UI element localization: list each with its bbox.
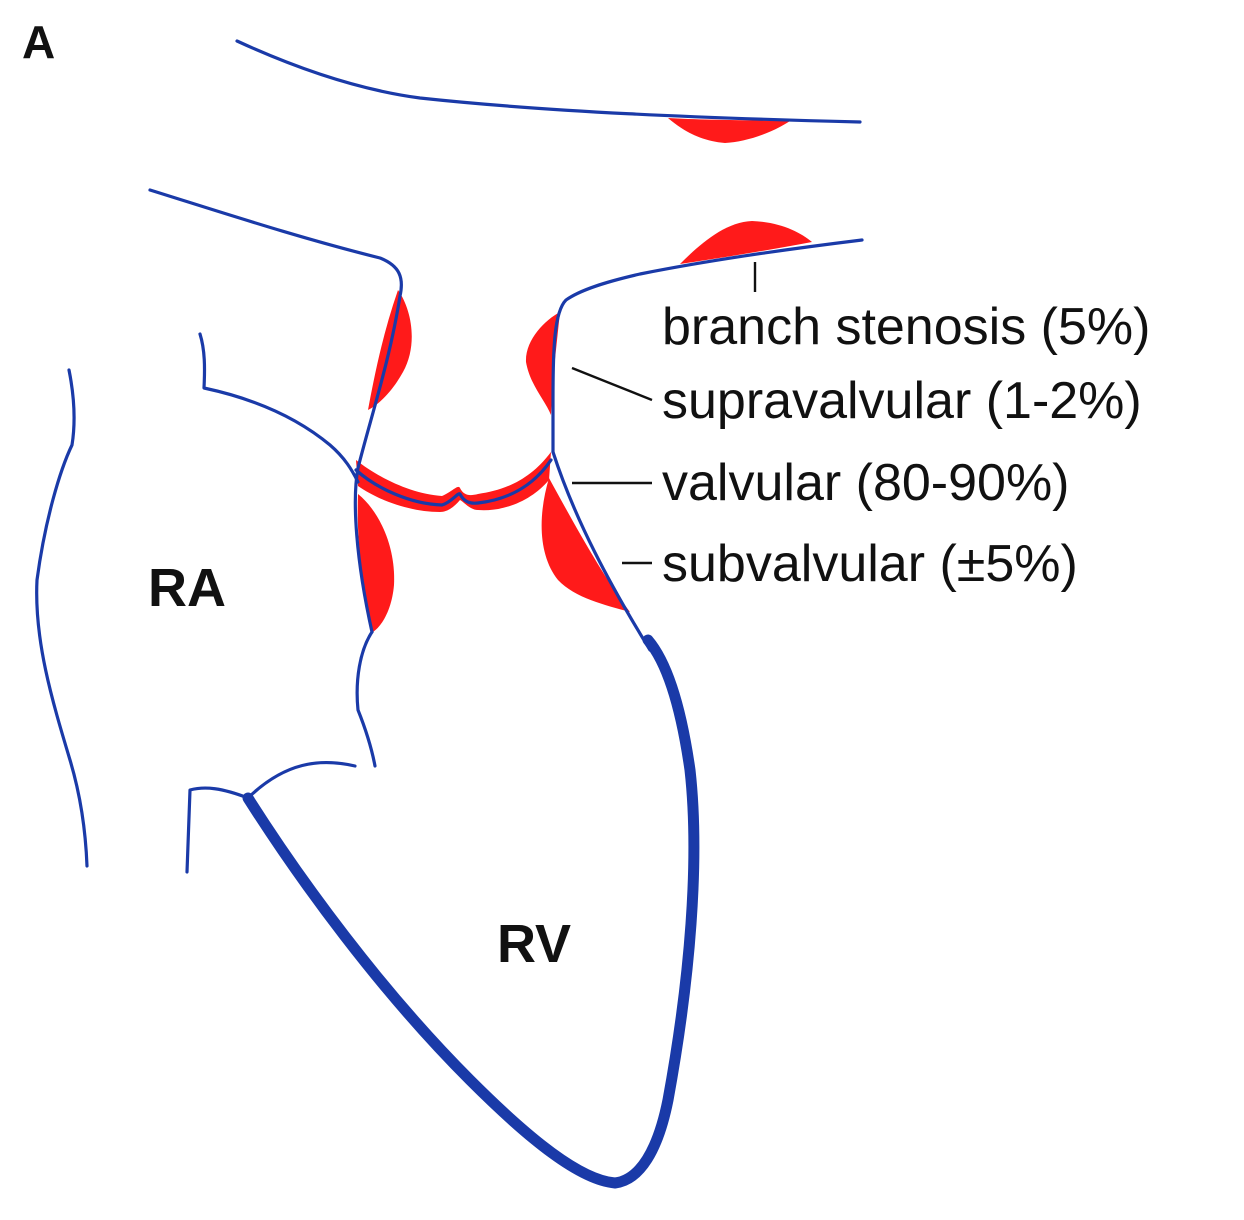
subvalvular-lesion-left: [357, 494, 395, 632]
annotation-branch: branch stenosis (5%): [662, 298, 1150, 356]
valve-leaflet-line: [354, 458, 553, 507]
lower-branch-wall: [551, 238, 864, 454]
pa-left-wall: [148, 188, 403, 634]
subvalvular-lesion-right: [541, 478, 630, 612]
rv-right-wall-upper: [551, 450, 652, 652]
ra-outer-wall: [35, 368, 89, 868]
ra-label: RA: [148, 558, 226, 618]
septum-lower: [355, 630, 377, 768]
heart-outline: [35, 39, 864, 874]
leader-lines: [571, 262, 757, 565]
supravalvular-leader: [571, 366, 653, 402]
branch-lesion-upper: [668, 118, 790, 143]
annotation-subvalvular: subvalvular (±5%): [662, 535, 1078, 593]
ra-inner-contour: [198, 332, 360, 484]
annotation-valvular: valvular (80-90%): [662, 454, 1070, 512]
rv-label: RV: [497, 914, 571, 974]
annotation-supravalvular: supravalvular (1-2%): [662, 372, 1142, 430]
valvular-lesion: [356, 452, 551, 512]
tricuspid-contour: [185, 760, 357, 874]
panel-label: A: [22, 16, 55, 68]
branch-lesion-lower: [680, 221, 812, 264]
upper-branch-wall: [235, 39, 862, 124]
rv-wall: [242, 634, 700, 1189]
